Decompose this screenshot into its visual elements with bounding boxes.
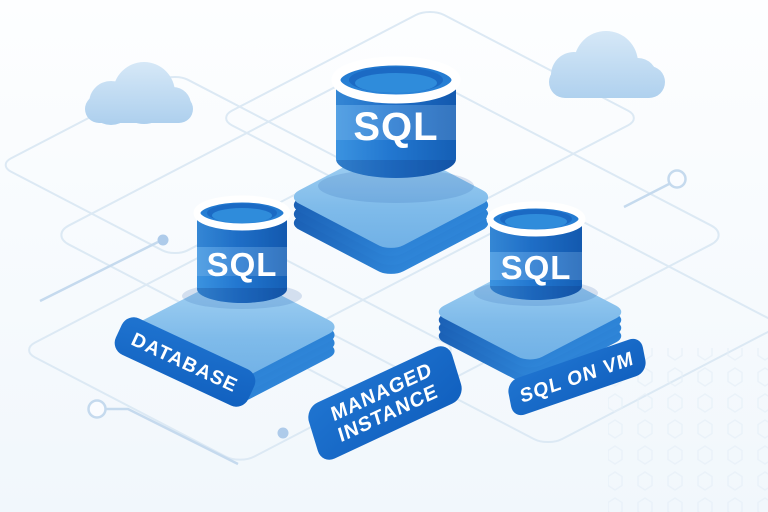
- label-pill: [114, 317, 256, 407]
- node-circle: [667, 169, 687, 189]
- cloud-icon-left: [85, 62, 193, 125]
- sql-cylinder-database: SQL: [182, 195, 302, 309]
- cylinder-shadow: [318, 169, 474, 203]
- cylinder-opening-inner: [355, 73, 437, 93]
- sql-logo-text-center: SQL: [353, 105, 438, 149]
- platform-managed-instance: [293, 146, 489, 274]
- node-dot: [157, 234, 169, 246]
- node-circle: [87, 399, 107, 419]
- circuit-lines: [39, 169, 687, 466]
- cylinder-body: [336, 80, 456, 178]
- cloud-icon-right: [549, 31, 665, 98]
- cylinder-body: [490, 219, 582, 300]
- label-pill: [508, 338, 646, 416]
- circuit-segment: [623, 182, 670, 209]
- sql-cylinder-managed-instance: SQL: [318, 56, 474, 203]
- sql-cylinder-sql-on-vm: SQL: [474, 201, 598, 306]
- node-dot: [277, 427, 289, 439]
- cylinder-opening-inner: [505, 214, 567, 229]
- grid-diamond: [218, 8, 642, 229]
- cylinder-body: [197, 213, 287, 303]
- sql-logo-text-right: SQL: [501, 249, 572, 286]
- label-pill: [308, 346, 462, 460]
- circuit-segment: [106, 407, 239, 466]
- sql-logo-text-left: SQL: [207, 246, 278, 283]
- cylinder-opening-inner: [212, 208, 272, 223]
- circuit-segment: [39, 240, 159, 303]
